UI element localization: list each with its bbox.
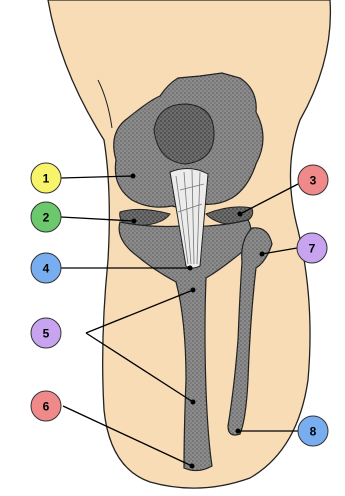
badge-8: 8 xyxy=(298,416,328,446)
badge-4-label: 4 xyxy=(43,262,50,276)
badge-1: 1 xyxy=(31,163,61,193)
leader-dot-8 xyxy=(236,429,241,434)
badge-6-label: 6 xyxy=(43,400,50,414)
badge-5: 5 xyxy=(31,318,61,348)
badge-5-label: 5 xyxy=(43,327,50,341)
leader-dot-6 xyxy=(190,464,195,469)
badge-7-label: 7 xyxy=(309,242,316,256)
leader-dot-2 xyxy=(132,219,137,224)
badge-6: 6 xyxy=(31,391,61,421)
badge-1-label: 1 xyxy=(43,172,50,186)
badge-7: 7 xyxy=(297,233,327,263)
badge-2: 2 xyxy=(31,202,61,232)
badge-4: 4 xyxy=(31,253,61,283)
leader-dot-7 xyxy=(260,252,265,257)
leader-dot-5a xyxy=(191,288,196,293)
leader-dot-1 xyxy=(131,174,136,179)
badge-3-label: 3 xyxy=(310,174,317,188)
badge-3: 3 xyxy=(298,165,328,195)
leader-dot-5b xyxy=(191,400,196,405)
badge-2-label: 2 xyxy=(43,211,50,225)
badge-8-label: 8 xyxy=(310,425,317,439)
leader-dot-4 xyxy=(188,266,193,271)
leader-dot-3 xyxy=(238,212,243,217)
